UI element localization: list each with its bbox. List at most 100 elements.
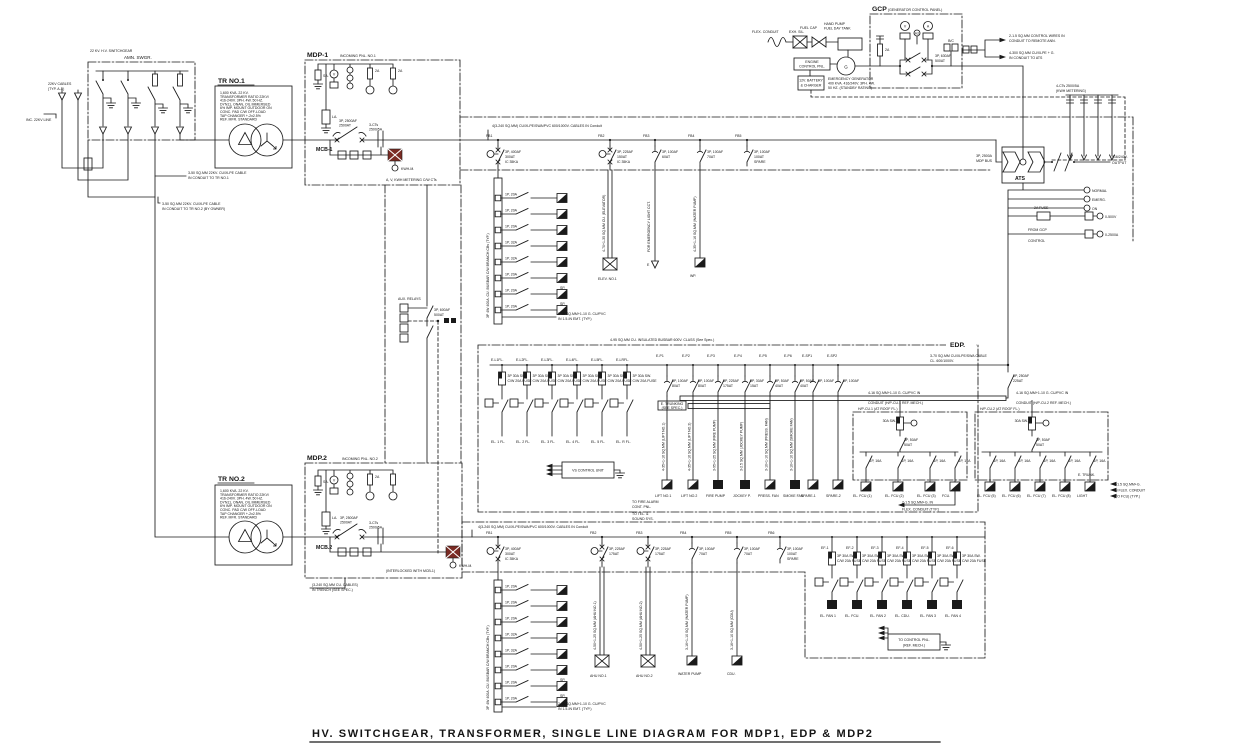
rating: 175AT bbox=[609, 552, 620, 556]
feeder-label: E-L4FL. bbox=[566, 358, 578, 362]
ct-bank bbox=[1065, 94, 1119, 161]
kwh-meter bbox=[387, 148, 403, 162]
meter bbox=[388, 491, 398, 501]
ct-label: 3-CTs bbox=[369, 123, 378, 127]
mdp2-suffix: INCOMING PNL. NO.2 bbox=[342, 457, 378, 461]
rating: 3P, 400AF bbox=[505, 547, 521, 551]
mdp2-wires bbox=[317, 469, 986, 563]
aux-device bbox=[362, 150, 372, 160]
arrow-icon bbox=[999, 54, 1006, 60]
mcb1-breaker bbox=[332, 126, 367, 143]
incoming-cable-arrow bbox=[58, 92, 66, 101]
pilot-lamp bbox=[346, 472, 354, 480]
tr2-spec: DYN11, ONAN, OIL IMMERSED bbox=[220, 500, 271, 504]
pilot-lamp bbox=[346, 82, 354, 90]
load-box bbox=[984, 481, 996, 492]
hp2-note: 4-16 SQ.MM+1-10 G. CU/PVC IN bbox=[1016, 391, 1069, 395]
hp2-subpanel: H/P-CU.2 (AT ROOF FL.) 4-16 SQ.MM+1-10 G… bbox=[977, 391, 1146, 499]
mcb1-rating: 2500AT bbox=[339, 124, 352, 128]
row2-label: CONTROL bbox=[1028, 239, 1045, 243]
tie-aux-label: AUX. RELAYS bbox=[398, 297, 421, 301]
branch-rating: 1P, 32A bbox=[505, 633, 518, 637]
spare-label: SP. bbox=[560, 678, 565, 682]
ct-icon bbox=[486, 547, 495, 555]
surge-arrester bbox=[314, 475, 322, 487]
load-box bbox=[556, 585, 568, 595]
pilot-lamp bbox=[1042, 419, 1050, 427]
mdp1-suffix: INCOMING PNL. NO.1 bbox=[340, 54, 376, 58]
load-arrow bbox=[651, 260, 659, 269]
busbar-branch: 1P, 20A bbox=[494, 223, 568, 235]
cable-vtext: 4-35+1-16 SQ.MM (WATER PUMP) bbox=[693, 196, 697, 252]
rating: 175AT bbox=[655, 552, 666, 556]
rating: IC 35KA bbox=[505, 160, 519, 164]
breaker-icon bbox=[776, 542, 787, 564]
voltmeter-letter: V bbox=[904, 25, 907, 29]
load-box bbox=[687, 479, 699, 490]
tr1-spec: 1,600 KVA. 22 KV. bbox=[220, 91, 249, 95]
drop-rating: 1P, 16A bbox=[1094, 459, 1107, 463]
fuse-label: 2A bbox=[398, 69, 403, 73]
rating: 15AT bbox=[750, 384, 759, 388]
load-meter-box bbox=[602, 257, 618, 271]
tel-note: TO TEL. & bbox=[632, 512, 649, 516]
tap-label: FB5 bbox=[725, 531, 731, 535]
tie-relay bbox=[399, 303, 409, 313]
transformer-2: TR NO.2 1,600 KVA. 22 KV. TRANSFORMER RA… bbox=[214, 476, 338, 566]
drop-rating: 1P, 16A bbox=[959, 459, 972, 463]
breaker-icon bbox=[696, 145, 707, 167]
load-label: SMOKE FAN bbox=[783, 494, 804, 498]
load-label: CDU. bbox=[727, 672, 736, 676]
gcp-suffix: (GENERATOR CONTROL PANEL) bbox=[888, 8, 942, 12]
tr1-spec: 6% IMP. MOUNT OUTDOOR ON bbox=[220, 106, 272, 110]
branch-rating: 1P, 32A bbox=[505, 241, 518, 245]
bus-tie: AUX. RELAYS 3P, 600AF 500AT bbox=[398, 184, 456, 554]
output-label: OUTPUT bbox=[1112, 161, 1127, 165]
fuse-label: 2A bbox=[375, 475, 380, 479]
hv-note1: 3-50 SQ.MM 22KV. CU/XLPE CABLE bbox=[188, 171, 247, 175]
fuse bbox=[390, 67, 396, 80]
tr1-spec: TAP CHANGER +-2x2.5% bbox=[220, 114, 261, 118]
hv-header: 22 KV. H.V. SWITCHGEAR bbox=[90, 49, 133, 53]
load-meter-box bbox=[594, 654, 610, 668]
ground-icon bbox=[131, 102, 141, 109]
tie-rating: 500AT bbox=[434, 313, 445, 317]
fsw-rating: 3P 30A SW. bbox=[862, 554, 881, 558]
mcb2-rating: 3P, 2500AF bbox=[340, 516, 358, 520]
feeder-label: E-L1FL. bbox=[491, 358, 503, 362]
rating: 3P, 100AF bbox=[744, 547, 760, 551]
breaker-icon bbox=[599, 542, 609, 564]
cable-vtext: 3-16+1-10 SQ.MM (WATER PUMP) bbox=[685, 594, 689, 650]
feeder-label: E-P4 bbox=[734, 354, 742, 358]
ct-icon bbox=[590, 547, 599, 555]
load-label: LIGHT bbox=[1077, 494, 1088, 498]
contactor-box bbox=[509, 398, 519, 408]
branch-rating: 1P, 20A bbox=[505, 209, 518, 213]
load-label: AHU NO.2 bbox=[636, 674, 653, 678]
mcb2-label: MCB.2 bbox=[316, 545, 332, 551]
ground-icon bbox=[941, 644, 951, 651]
rating: IC 35KA bbox=[617, 160, 631, 164]
hand-pump-label: FUEL DAY TANK bbox=[824, 27, 851, 31]
spare-label: SP. bbox=[560, 286, 565, 290]
edp-bus-note: 4-95 SQ.MM CU. INSULATED BUSBAR 600V. CL… bbox=[610, 338, 714, 342]
hv-note1: IN CONDUIT TO TR NO.1 bbox=[188, 176, 229, 180]
busbar-side-label: 3P 4W 400A. CU. BUSBAR C/W BRANCH CBs (T… bbox=[486, 625, 490, 710]
fsw-rating: 3P 30A SW. bbox=[912, 554, 931, 558]
gcp-box bbox=[869, 13, 963, 89]
load-box bbox=[832, 479, 844, 490]
bc-label: B/C bbox=[948, 39, 954, 43]
fuse bbox=[367, 473, 373, 486]
tap-label: FB1 bbox=[486, 531, 492, 535]
gcp-note-leaders bbox=[961, 39, 1005, 58]
hv-cable-label: 22KV CABLES bbox=[48, 82, 72, 86]
meter-lamp bbox=[391, 164, 399, 172]
ct-bars bbox=[377, 130, 384, 148]
hv-switchgear: 22 KV. H.V. SWITCHGEAR AMN. SWGR. 22KV C… bbox=[26, 49, 247, 538]
load-box bbox=[556, 241, 568, 251]
